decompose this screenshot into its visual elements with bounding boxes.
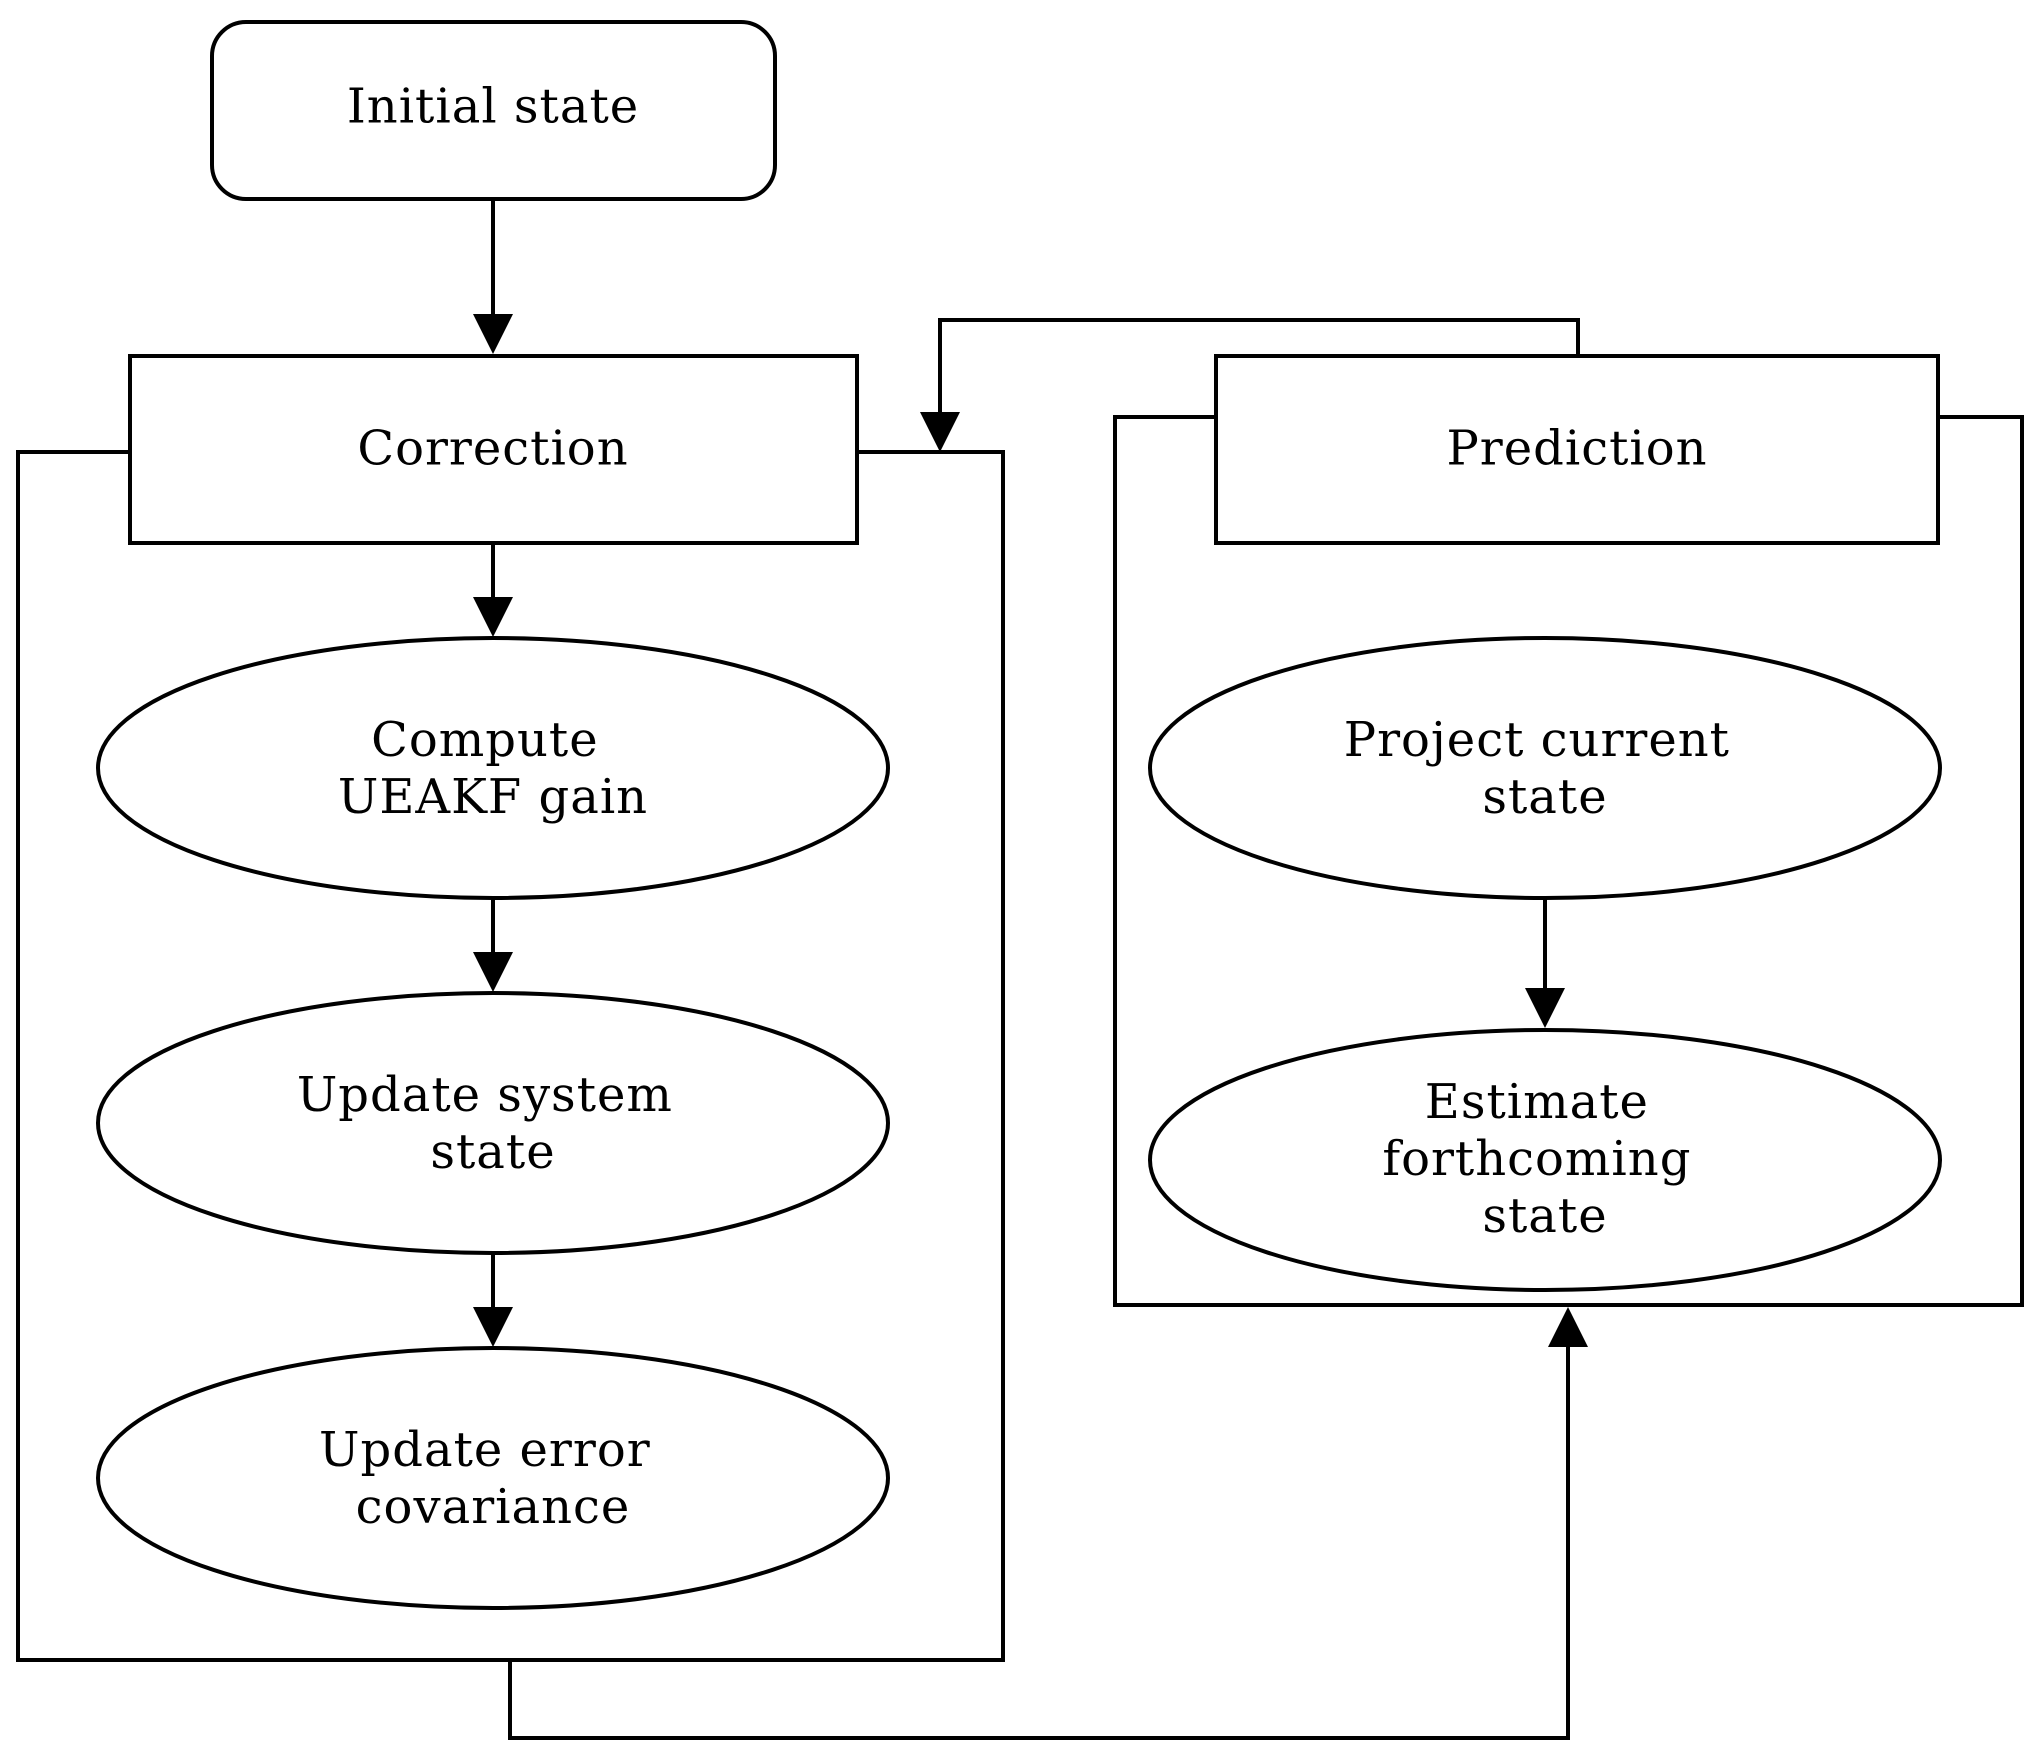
prediction-frame (1113, 415, 2024, 1307)
project-current-state-label: Project current state (1344, 712, 1746, 825)
estimate-forthcoming-state-label: Estimate forthcoming state (1382, 1074, 1707, 1244)
correction-box (128, 354, 859, 545)
update-system-state-label: Update system state (297, 1067, 689, 1180)
update-error-covariance-label: Update error covariance (319, 1422, 667, 1535)
prediction-label: Prediction (1446, 421, 1707, 477)
initial-state-label: Initial state (347, 79, 639, 135)
prediction-box (1214, 354, 1940, 545)
compute-gain-label: Compute UEAKF gain (338, 712, 648, 825)
correction-to-prediction-connector (508, 1307, 1588, 1740)
estimate-forthcoming-state-node (1148, 1028, 1942, 1292)
correction-label: Correction (357, 421, 628, 477)
prediction-to-correction-connector (920, 318, 1580, 452)
update-error-covariance-node (96, 1346, 890, 1610)
